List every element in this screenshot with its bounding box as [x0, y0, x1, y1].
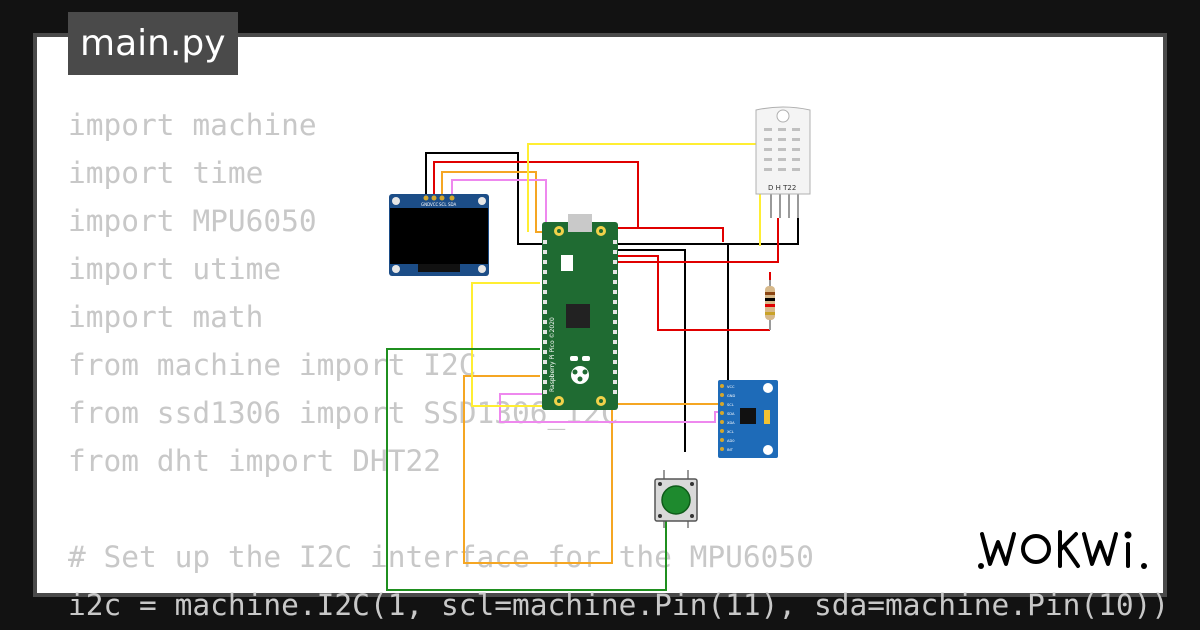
- code-line: import machine: [68, 108, 317, 142]
- file-tab-label: main.py: [80, 23, 226, 64]
- mpu6050-module[interactable]: VCC GND SCL SDA XDA XCL AD0 INT: [718, 380, 778, 458]
- oled-pin-label: GND: [421, 202, 430, 207]
- file-tab[interactable]: main.py: [68, 12, 238, 75]
- dht-label: D H T22: [768, 184, 796, 192]
- wire-red: [612, 255, 770, 331]
- code-line: import math: [68, 300, 264, 334]
- oled-pin-label: SCL: [439, 202, 447, 207]
- mpu-pin-label: VCC: [727, 385, 735, 389]
- mpu-pin-label: SCL: [727, 403, 734, 407]
- mpu-pin-label: INT: [727, 448, 734, 452]
- pico-pins-right: [613, 240, 617, 394]
- code-line: import time: [68, 156, 264, 190]
- mpu-pin-label: XCL: [727, 430, 734, 434]
- wire-black: [612, 243, 729, 388]
- pico-pins-left: [543, 240, 547, 394]
- raspberry-logo-icon: [570, 356, 590, 384]
- wire-red: [433, 161, 639, 228]
- code-line: # Set up the I2C interface for the MPU60…: [68, 540, 814, 574]
- wokwi-logo-mark: [978, 530, 1147, 569]
- mpu-pin-label: XDA: [727, 421, 735, 425]
- wire-green: [386, 348, 667, 591]
- wire-black: [425, 152, 799, 245]
- code-line: from dht import DHT22: [68, 444, 441, 478]
- code-line: import MPU6050: [68, 204, 317, 238]
- push-button[interactable]: [654, 470, 698, 528]
- mpu-pin-label: GND: [727, 394, 735, 398]
- wire-red: [612, 227, 724, 242]
- oled-display[interactable]: GND VCC SCL SDA: [389, 194, 489, 276]
- code-line: import utime: [68, 252, 282, 286]
- wire-orange: [463, 375, 720, 564]
- raspberry-pi-pico[interactable]: Raspberry Pi Pico ©2020: [542, 214, 618, 410]
- wire-red: [612, 218, 779, 263]
- wire-pink: [451, 179, 547, 238]
- code-block: import machine import time import MPU6050 i…: [68, 101, 1169, 629]
- wire-yellow: [471, 282, 548, 407]
- dht22-sensor[interactable]: D H T22: [755, 106, 811, 218]
- wire-pink: [499, 393, 722, 423]
- wokwi-logo: [978, 524, 1150, 581]
- wire-yellow: [527, 143, 761, 246]
- wire-black: [612, 249, 686, 452]
- pico-label: Raspberry Pi Pico ©2020: [549, 317, 556, 392]
- mpu-pin-label: AD0: [727, 439, 735, 443]
- resistor[interactable]: [765, 280, 775, 330]
- mpu-pin-label: SDA: [727, 412, 735, 416]
- oled-pin-label: VCC: [430, 202, 439, 207]
- code-line: i2c = machine.I2C(1, scl=machine.Pin(11)…: [68, 588, 1170, 622]
- wire-orange: [441, 171, 548, 233]
- oled-pin-label: SDA: [448, 202, 457, 207]
